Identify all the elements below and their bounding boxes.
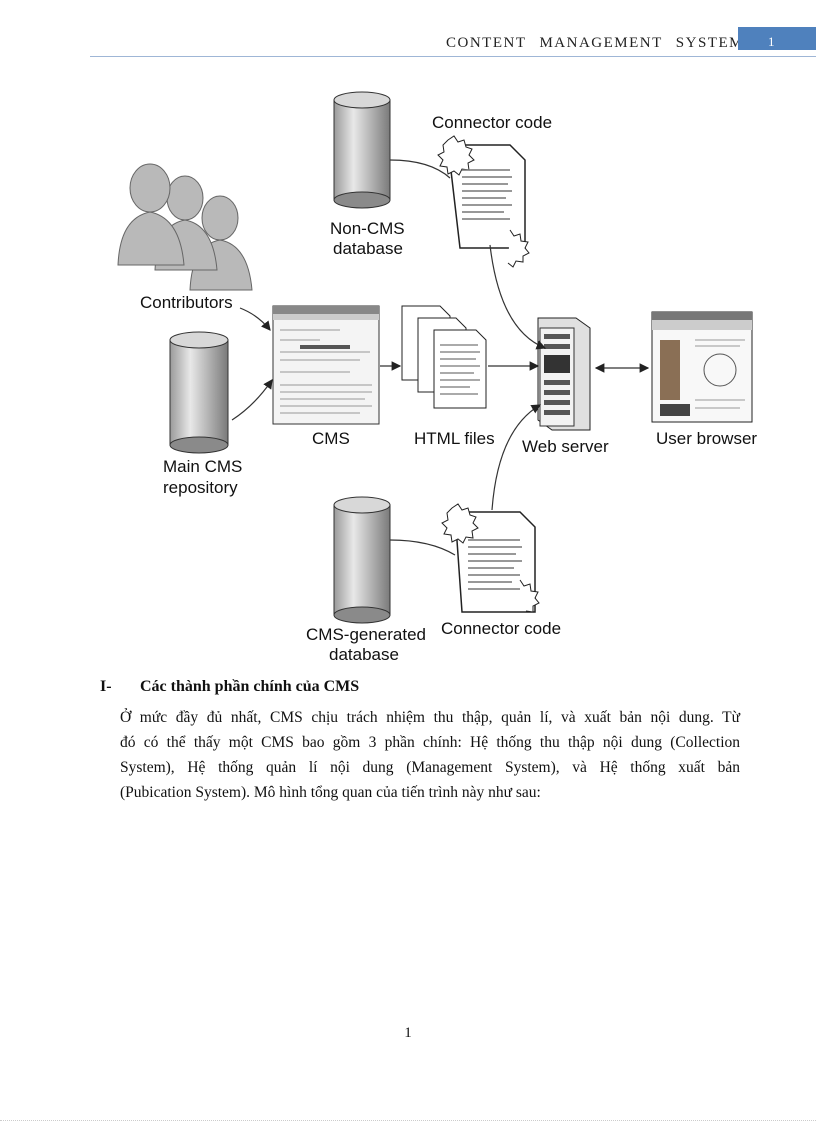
user-browser-label: User browser	[656, 429, 757, 448]
arrow-code-to-webserver-bottom	[492, 405, 540, 510]
non-cms-database-label-line2: database	[333, 239, 403, 258]
cms-generated-database-label-line2: database	[329, 645, 399, 660]
paragraph-line: (Pubication System). Mô hình tổng quan c…	[120, 780, 740, 805]
user-browser-screen-icon	[652, 312, 752, 422]
main-cms-repository-label-line2: repository	[163, 478, 238, 497]
main-cms-repository-label-line1: Main CMS	[163, 457, 242, 476]
main-cms-repository-cylinder	[170, 332, 228, 453]
section-title: Các thành phần chính của CMS	[140, 678, 359, 696]
section-paragraph: Ở mức đầy đủ nhất, CMS chịu trách nhiệm …	[120, 705, 740, 805]
paragraph-line: System), Hệ thống quản lí nội dung (Mana…	[120, 755, 740, 780]
header-page-number: 1	[768, 34, 775, 50]
cms-label: CMS	[312, 429, 350, 448]
html-files-label: HTML files	[414, 429, 495, 448]
cms-generated-database-label-line1: CMS-generated	[306, 625, 426, 644]
arrow-contributors-to-cms	[240, 308, 270, 330]
running-header-title: CONTENT MANAGEMENT SYSTEM	[446, 35, 744, 52]
cms-generated-database-cylinder	[334, 497, 390, 623]
cms-architecture-diagram: Contributors Non-CMS database Connector …	[0, 60, 816, 660]
cms-screen-icon	[273, 306, 379, 424]
header-page-tab: 1	[738, 27, 816, 50]
non-cms-database-cylinder	[334, 92, 390, 208]
connector-code-top-document-icon	[438, 136, 529, 267]
connector-code-bottom-document-icon	[442, 504, 539, 612]
paragraph-line: đó có thể thấy một CMS bao gồm 3 phần ch…	[120, 730, 740, 755]
connector-non-cms-to-code	[390, 160, 450, 178]
contributors-icon	[118, 164, 252, 290]
connector-code-bottom-label: Connector code	[441, 619, 561, 638]
paragraph-line: Ở mức đầy đủ nhất, CMS chịu trách nhiệm …	[120, 705, 740, 730]
connector-cms-generated-to-code	[390, 540, 455, 555]
web-server-label: Web server	[522, 437, 609, 456]
section-number: I-	[100, 678, 112, 696]
non-cms-database-label-line1: Non-CMS	[330, 219, 405, 238]
header-rule	[90, 56, 816, 57]
contributors-label: Contributors	[140, 293, 233, 312]
connector-code-top-label: Connector code	[432, 113, 552, 132]
web-server-icon	[538, 318, 590, 430]
arrow-repository-to-cms	[232, 380, 272, 420]
page-bottom-rule	[0, 1120, 816, 1121]
footer-page-number: 1	[0, 1025, 816, 1042]
html-files-icon	[402, 306, 486, 408]
